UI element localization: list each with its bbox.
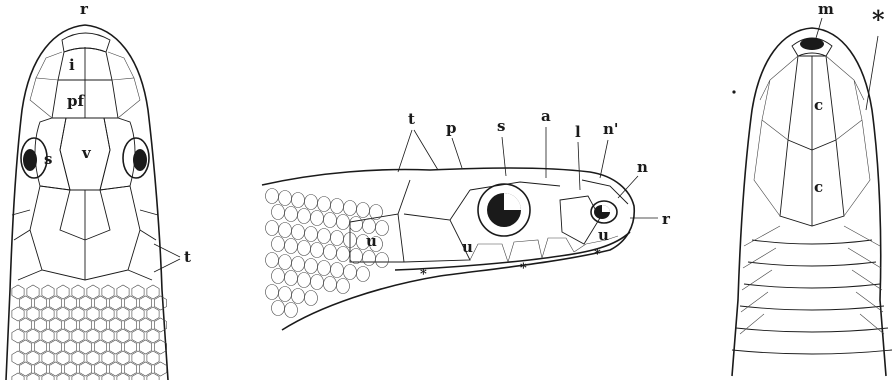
label-star-ventral: * [872, 5, 885, 34]
internasal-scales [58, 47, 112, 80]
dorsal-eye-right [123, 138, 149, 178]
prefrontal-scales [52, 80, 118, 118]
lateral-head-view: t p s a l n' n r u u u * * * [262, 107, 671, 330]
label-s-dorsal: s [44, 150, 52, 168]
dorsal-head-view: r i pf s v t [6, 0, 191, 380]
ventral-head-view: m * c c [732, 0, 892, 376]
label-pf: pf [67, 92, 85, 110]
label-u-1: u [366, 232, 377, 250]
label-v: v [81, 144, 92, 162]
label-u-3: u [598, 226, 609, 244]
label-r-dorsal: r [80, 0, 89, 18]
label-n-prime: n' [603, 120, 619, 138]
label-a: a [541, 107, 551, 125]
label-star-1: * [420, 267, 427, 282]
lateral-eye [478, 184, 530, 236]
stray-dot [732, 90, 735, 93]
label-m: m [818, 0, 834, 18]
ventral-head-outline [732, 28, 886, 376]
dorsal-head-outline [6, 25, 168, 380]
dorsal-body-scales [12, 285, 167, 380]
label-c-2: c [814, 178, 823, 196]
label-n: n [637, 158, 648, 176]
leader-n-prime [600, 140, 608, 178]
supraocular-right [100, 118, 135, 190]
label-star-3: * [594, 247, 601, 262]
leader-l [578, 142, 580, 190]
label-p: p [446, 119, 457, 137]
label-u-2: u [462, 238, 473, 256]
lateral-nostril [591, 201, 617, 223]
rostral-scale [62, 33, 110, 52]
label-l: l [575, 123, 581, 141]
label-i: i [69, 56, 75, 74]
leader-star-ventral [866, 36, 878, 110]
label-t-dorsal: t [184, 248, 191, 266]
label-r-lateral: r [662, 210, 671, 228]
leader-p [452, 138, 462, 168]
parietal-scales [30, 186, 140, 280]
mental-dark-mark [800, 38, 824, 50]
label-t-lateral: t [408, 110, 415, 128]
label-s-lateral: s [497, 117, 505, 135]
label-c-1: c [814, 96, 823, 114]
ventral-gular-scales [732, 226, 892, 354]
lateral-body-scales [266, 189, 389, 318]
label-star-2: * [520, 261, 527, 276]
leader-n [618, 176, 638, 198]
leader-t-lateral [398, 130, 438, 172]
supraocular-left [35, 118, 70, 190]
lateral-head-shields [350, 180, 628, 262]
chin-shields [780, 56, 844, 226]
leader-t-dorsal [154, 244, 180, 272]
leader-s [502, 137, 506, 176]
